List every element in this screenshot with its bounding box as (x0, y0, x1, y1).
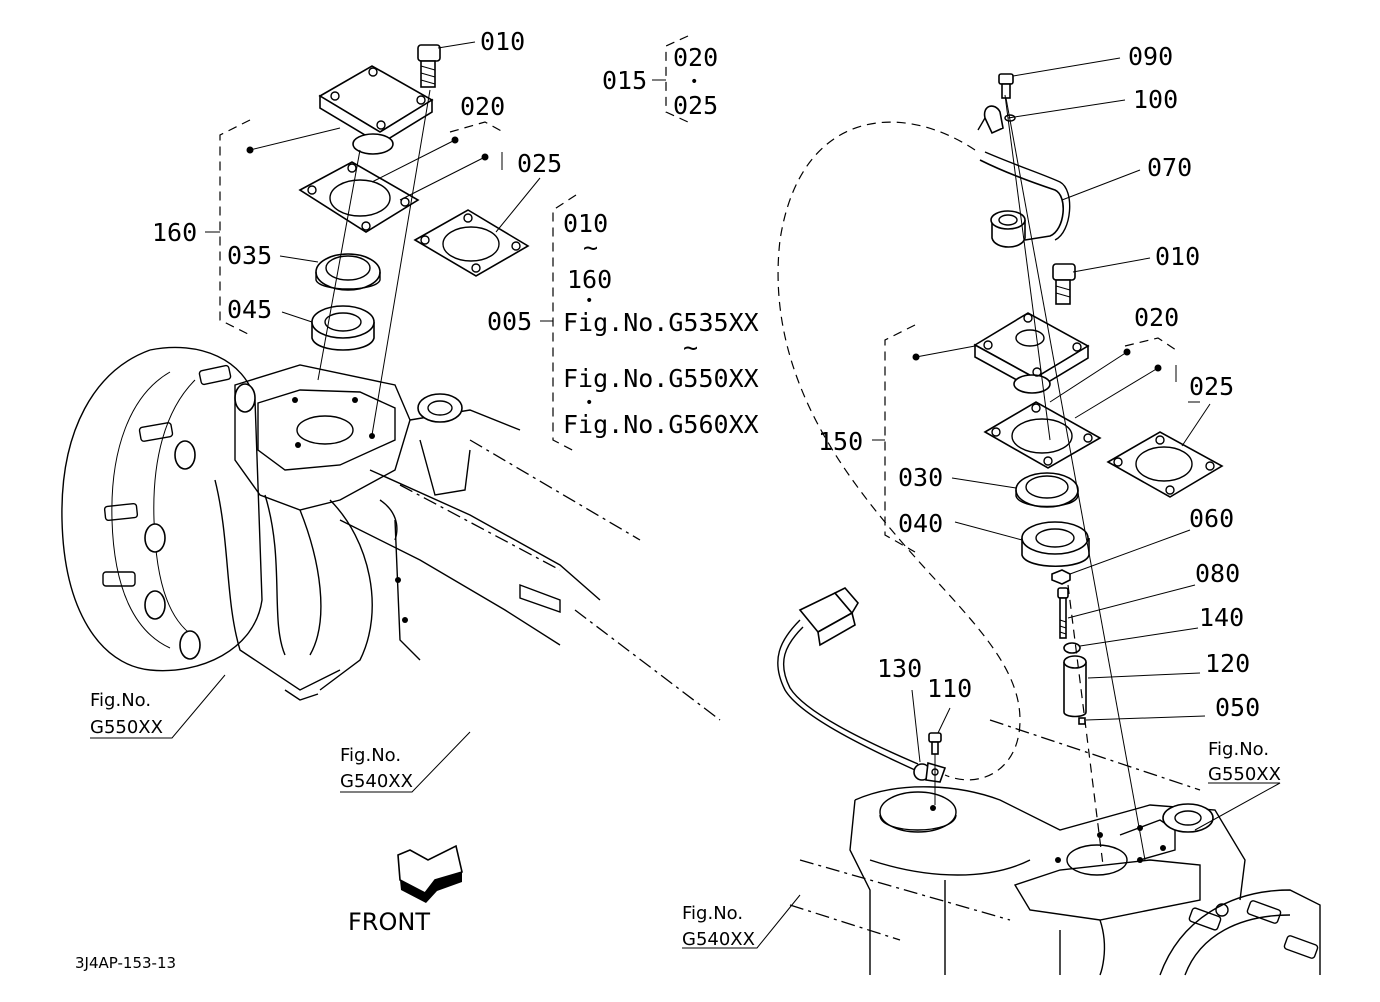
label-060: 060 (1189, 504, 1234, 533)
ref-g550xx-left-line1: Fig.No. (90, 690, 151, 711)
tilde-separator: ~ (583, 233, 598, 262)
right-annotation-lines (682, 57, 1281, 949)
label-010-right: 010 (1155, 242, 1200, 271)
label-110: 110 (927, 674, 972, 703)
label-fig-g560xx: Fig.No.G560XX (563, 410, 759, 439)
separator-dot: • (585, 293, 593, 309)
label-045: 045 (227, 295, 272, 324)
diagram-code: 3J4AP-153-13 (75, 954, 176, 972)
label-120: 120 (1205, 649, 1250, 678)
label-005: 005 (487, 307, 532, 336)
label-005-range-start: 010 (563, 209, 608, 238)
label-035: 035 (227, 241, 272, 270)
front-arrow-icon (397, 844, 463, 903)
right-axle-housing (789, 719, 1321, 976)
left-part-labels: 010 020 025 160 035 045 005 015 020 • 02… (75, 27, 759, 972)
ref-g540xx-left-line1: Fig.No. (340, 745, 401, 766)
label-015-020: 020 (673, 43, 718, 72)
front-label: FRONT (348, 908, 430, 936)
left-exploded-parts (298, 44, 530, 436)
label-fig-g550xx: Fig.No.G550XX (563, 364, 759, 393)
ref-g540xx-left-line2: G540XX (340, 771, 413, 792)
sensor-cable (777, 121, 1021, 805)
ref-g550xx-right-line1: Fig.No. (1208, 739, 1269, 760)
label-090: 090 (1128, 42, 1173, 71)
ref-g550xx-right-line2: G550XX (1208, 764, 1281, 785)
label-070: 070 (1147, 153, 1192, 182)
left-annotation-lines (90, 35, 689, 793)
label-010-left: 010 (480, 27, 525, 56)
right-exploded-parts (973, 73, 1224, 866)
ref-g540xx-right-line2: G540XX (682, 929, 755, 950)
label-100: 100 (1133, 85, 1178, 114)
label-025-right: 025 (1189, 372, 1234, 401)
right-part-labels: 090 100 070 010 020 025 150 030 040 060 … (682, 42, 1281, 950)
ref-g550xx-left-line2: G550XX (90, 717, 163, 738)
label-030: 030 (898, 463, 943, 492)
label-fig-g535xx: Fig.No.G535XX (563, 308, 759, 337)
label-130: 130 (877, 654, 922, 683)
label-050: 050 (1215, 693, 1260, 722)
label-015-025: 025 (673, 91, 718, 120)
separator-dot: • (585, 395, 593, 411)
label-140: 140 (1199, 603, 1244, 632)
label-150: 150 (818, 427, 863, 456)
label-020-left: 020 (460, 92, 505, 121)
label-025-left: 025 (517, 149, 562, 178)
label-020-right: 020 (1134, 303, 1179, 332)
label-005-range-end: 160 (567, 265, 612, 294)
left-axle-housing (61, 346, 721, 721)
label-040: 040 (898, 509, 943, 538)
tilde-separator: ~ (683, 333, 698, 362)
label-015: 015 (602, 66, 647, 95)
label-160: 160 (152, 218, 197, 247)
label-080: 080 (1195, 559, 1240, 588)
separator-dot: • (690, 74, 698, 90)
ref-g540xx-right-line1: Fig.No. (682, 903, 743, 924)
